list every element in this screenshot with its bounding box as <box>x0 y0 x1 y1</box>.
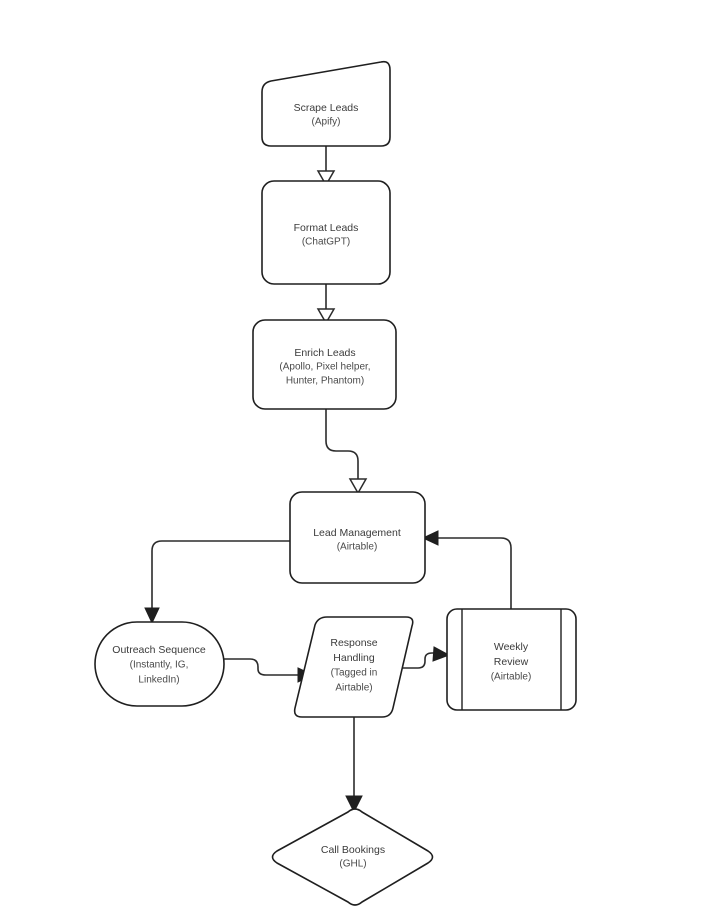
node-subtitle: (Apify) <box>312 117 341 128</box>
node-title: Lead Management <box>313 527 401 539</box>
node-response-handling[interactable]: Response Handling (Tagged in Airtable) <box>293 616 414 718</box>
edge-line <box>224 658 300 676</box>
edge-response-to-call-bookings <box>345 717 363 814</box>
arrowhead-filled-icon <box>421 530 439 546</box>
arrowhead-open-icon <box>348 478 368 495</box>
edge-lead-management-to-outreach <box>144 540 290 625</box>
edge-line <box>438 537 512 609</box>
node-subtitle: (Airtable) <box>337 542 378 553</box>
node-scrape-leads[interactable]: Scrape Leads (Apify) <box>261 60 391 147</box>
node-subtitle-line-1: (Instantly, IG, <box>130 660 189 671</box>
arrowhead-filled-icon <box>144 607 160 625</box>
node-title-line-2: Review <box>494 656 529 668</box>
node-weekly-review[interactable]: Weekly Review (Airtable) <box>446 608 577 711</box>
node-shape-manual-input[interactable] <box>261 60 391 147</box>
edge-response-to-weekly-review <box>391 646 451 669</box>
node-subtitle-line-1: (Tagged in <box>331 668 378 679</box>
node-call-bookings[interactable]: Call Bookings (GHL) <box>271 808 434 906</box>
node-subtitle: (ChatGPT) <box>302 237 350 248</box>
node-subtitle-line-2: LinkedIn) <box>138 675 179 686</box>
edge-outreach-to-response <box>224 658 315 683</box>
edge-weekly-review-to-lead-management <box>421 530 512 609</box>
node-title: Enrich Leads <box>294 347 355 359</box>
node-subtitle-line-2: Hunter, Phantom) <box>286 376 364 387</box>
node-subtitle-line-2: Airtable) <box>335 683 372 694</box>
node-title: Outreach Sequence <box>112 644 206 656</box>
node-subtitle-line-1: (Apollo, Pixel helper, <box>279 362 370 373</box>
node-subtitle: (Airtable) <box>491 672 532 683</box>
node-title: Scrape Leads <box>294 102 359 114</box>
node-title-line-1: Weekly <box>494 641 529 653</box>
node-format-leads[interactable]: Format Leads (ChatGPT) <box>261 180 391 285</box>
node-subtitle: (GHL) <box>339 859 366 870</box>
edge-line <box>151 540 290 610</box>
node-shape-diamond[interactable] <box>271 808 434 906</box>
node-lead-management[interactable]: Lead Management (Airtable) <box>289 491 426 584</box>
edge-enrich-to-lead-management <box>325 409 368 495</box>
node-title-line-2: Handling <box>333 652 375 664</box>
node-enrich-leads[interactable]: Enrich Leads (Apollo, Pixel helper, Hunt… <box>252 319 397 410</box>
edge-format-to-enrich <box>316 284 336 325</box>
node-shape-rounded-rectangle[interactable] <box>252 319 397 410</box>
arrowhead-filled-icon <box>345 795 363 814</box>
edge-line <box>325 409 359 480</box>
arrowhead-open-icon <box>316 170 336 187</box>
node-title: Call Bookings <box>321 844 385 856</box>
arrowhead-filled-icon <box>432 646 451 662</box>
node-title: Format Leads <box>294 222 359 234</box>
node-shape-rounded-rectangle[interactable] <box>261 180 391 285</box>
edge-scrape-to-format <box>316 146 336 187</box>
node-shape-stadium[interactable] <box>94 621 225 707</box>
arrowhead-open-icon <box>316 308 336 325</box>
node-shape-rounded-rectangle[interactable] <box>289 491 426 584</box>
node-title-line-1: Response <box>330 637 377 649</box>
edge-line <box>391 652 438 669</box>
node-shape-parallelogram[interactable] <box>293 616 414 718</box>
node-shape-predefined-process[interactable] <box>446 608 577 711</box>
node-outreach-sequence[interactable]: Outreach Sequence (Instantly, IG, Linked… <box>94 621 225 707</box>
